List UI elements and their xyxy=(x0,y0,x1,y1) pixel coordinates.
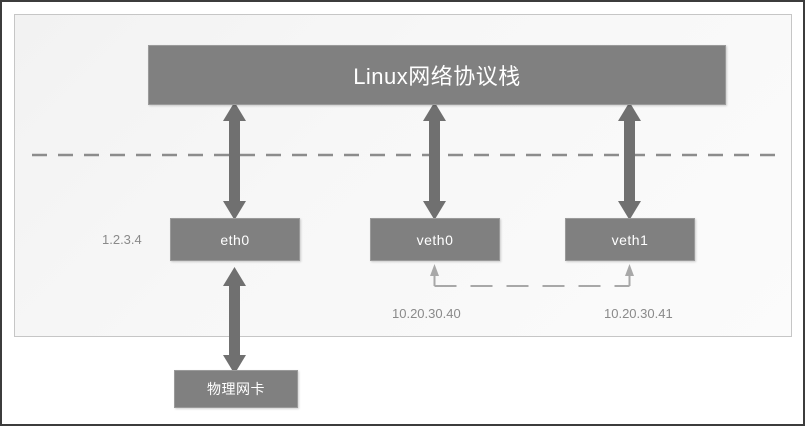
interface-label-veth1: veth1 xyxy=(611,231,649,248)
interface-box-veth0: veth0 xyxy=(370,218,500,261)
physical-nic-box: 物理网卡 xyxy=(174,370,298,408)
ip-label-veth0: 10.20.30.40 xyxy=(392,306,461,321)
interface-label-veth0: veth0 xyxy=(416,231,454,248)
interface-box-eth0: eth0 xyxy=(170,218,300,261)
interface-box-veth1: veth1 xyxy=(565,218,695,261)
linux-network-stack-box: Linux网络协议栈 xyxy=(148,45,726,105)
linux-network-stack-label: Linux网络协议栈 xyxy=(353,64,521,89)
interface-label-eth0: eth0 xyxy=(220,231,250,248)
ip-label-eth0: 1.2.3.4 xyxy=(102,232,142,247)
ip-label-veth1: 10.20.30.41 xyxy=(604,306,673,321)
physical-nic-label: 物理网卡 xyxy=(207,381,265,397)
